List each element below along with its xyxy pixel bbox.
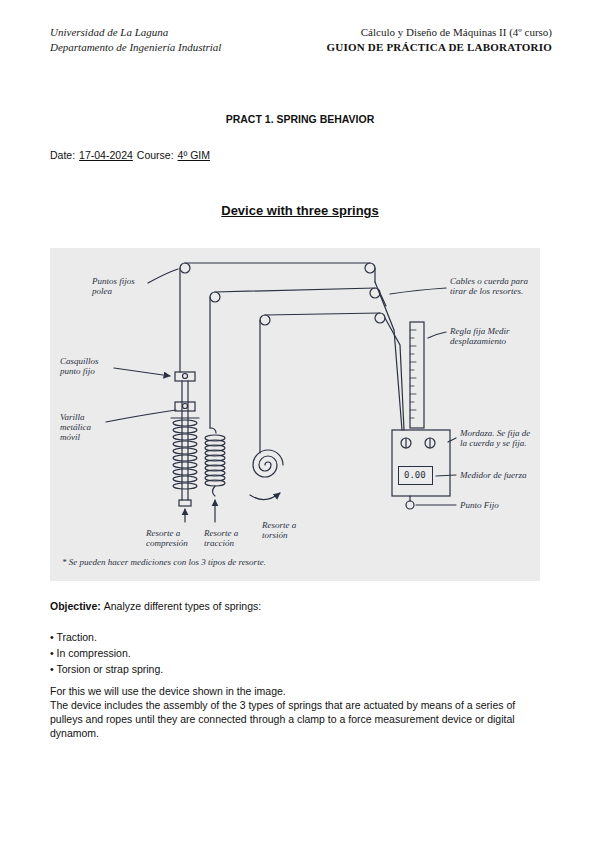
body-text: For this we will use the device shown in… — [50, 684, 550, 698]
date-field: Date: — [50, 148, 75, 162]
body-text: The device includes the assembly of the … — [50, 698, 550, 740]
sketch-note: Varilla metálica móvil — [60, 412, 106, 442]
sketch-note: Puntos fijos polea — [92, 276, 148, 296]
diagram-title-box: Device with three springs — [0, 204, 600, 218]
sketch-note: Cables o cuerda para tirar de los resort… — [450, 276, 536, 296]
header-text: Universidad de La Laguna — [50, 26, 168, 38]
label-box: Puntos fijos polea — [92, 276, 148, 296]
label-box: Resorte a compresión — [146, 528, 200, 548]
label-box: Medidor de fuerza — [460, 470, 538, 480]
label-box: Cálculo y Diseño de Máquinas II (4º curs… — [361, 26, 552, 38]
label-box: Mordaza. Se fija de la cuerda y se fija. — [460, 428, 538, 448]
label-box: Universidad de La Laguna — [50, 26, 168, 38]
practice-title: PRACT 1. SPRING BEHAVIOR — [0, 112, 600, 126]
label-box: * Se pueden hacer mediciones con los 3 t… — [62, 557, 362, 567]
objective-heading: Objective: — [50, 599, 101, 613]
sketch-note: Regla fija Medir desplazamiento — [450, 326, 540, 346]
label-box: • Torsion or strap spring. — [50, 662, 163, 676]
label-box: Punto Fijo — [460, 500, 538, 510]
header-text: GUION DE PRÁCTICA DE LABORATORIO — [327, 41, 552, 53]
sketch-note: Medidor de fuerza — [460, 470, 538, 480]
course-value: 4º GIM — [178, 148, 210, 162]
bullet-item: • Torsion or strap spring. — [50, 662, 163, 676]
label-box: Resorte a tracción — [204, 528, 252, 548]
label-box: For this we will use the device shown in… — [50, 684, 550, 698]
sketch-paper — [50, 248, 540, 581]
course-field: Course: — [137, 148, 174, 162]
objective-text: Analyze different types of springs: — [104, 599, 261, 613]
sketch-note: Casquillos punto fijo — [60, 356, 112, 376]
label-box: Resorte a torsión — [262, 520, 310, 540]
header-text: Departamento de Ingeniería Industrial — [50, 41, 221, 53]
label-box: Varilla metálica móvil — [60, 412, 106, 442]
label-box: • Traction. — [50, 630, 97, 644]
sketch-note: Punto Fijo — [460, 500, 538, 510]
sketch-lines — [106, 263, 456, 522]
text-row: Date: 17-04-2024 Course: 4º GIM — [50, 148, 210, 162]
spring-label: Resorte a torsión — [262, 520, 310, 540]
header-text: Cálculo y Diseño de Máquinas II (4º curs… — [361, 26, 552, 38]
label-box: Regla fija Medir desplazamiento — [450, 326, 540, 346]
spring-label: Resorte a tracción — [204, 528, 252, 548]
label-box: • In compression. — [50, 646, 131, 660]
force-display: 0.00 — [398, 466, 433, 485]
label-box: Cables o cuerda para tirar de los resort… — [450, 276, 536, 296]
sketch-note: * Se pueden hacer mediciones con los 3 t… — [62, 557, 362, 567]
text-row: Objective:Analyze different types of spr… — [50, 599, 261, 613]
bullet-item: • In compression. — [50, 646, 131, 660]
sketch-note: Mordaza. Se fija de la cuerda y se fija. — [460, 428, 538, 448]
spring-label: Resorte a compresión — [146, 528, 200, 548]
display-reading: 0.00 — [404, 470, 427, 480]
bullet-item: • Traction. — [50, 630, 97, 644]
label-box: The device includes the assembly of the … — [50, 698, 550, 740]
label-box: GUION DE PRÁCTICA DE LABORATORIO — [327, 41, 552, 53]
label-box: Departamento de Ingeniería Industrial — [50, 41, 221, 53]
label-box: PRACT 1. SPRING BEHAVIOR — [0, 112, 600, 126]
diagram-title: Device with three springs — [0, 204, 600, 218]
date-value: 17-04-2024 — [79, 148, 133, 162]
label-box: Casquillos punto fijo — [60, 356, 112, 376]
